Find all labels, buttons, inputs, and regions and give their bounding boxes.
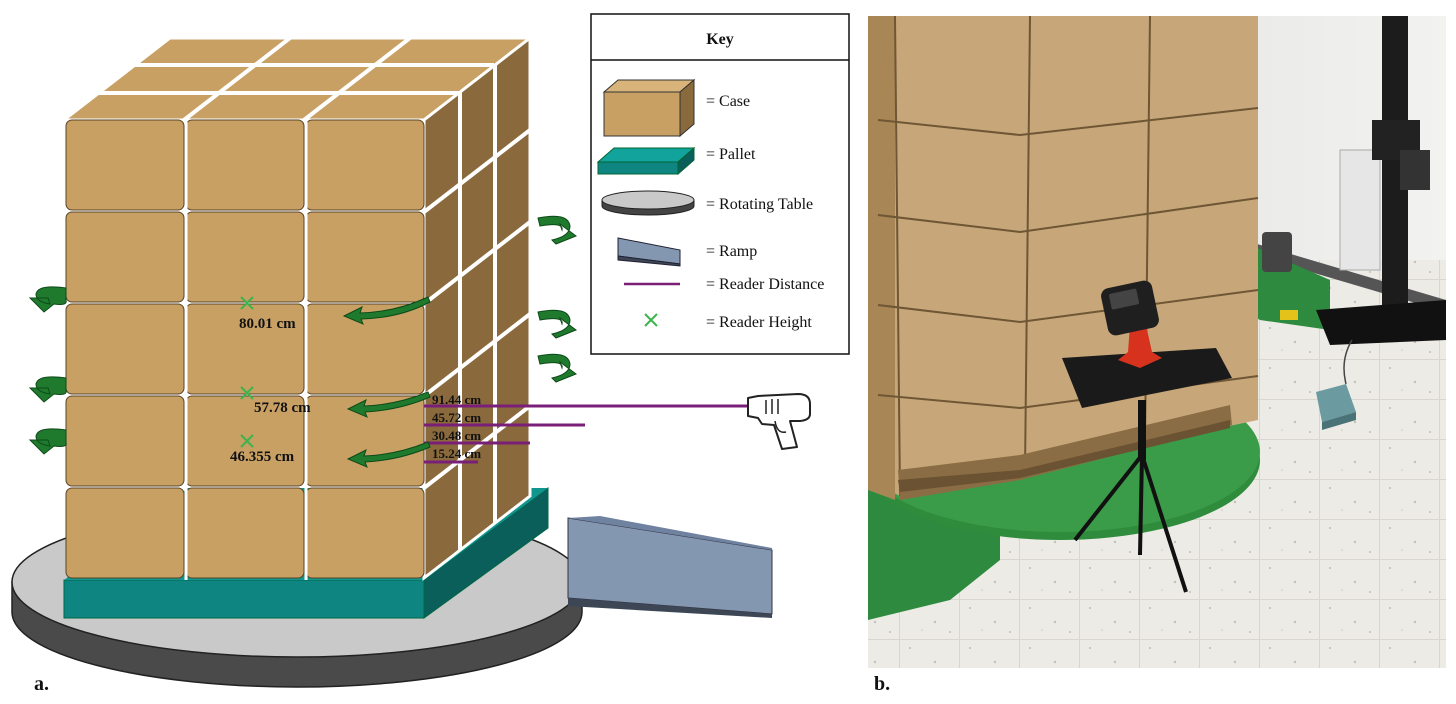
panel-label-a: a. <box>34 673 49 695</box>
panel-label-b: b. <box>874 673 890 695</box>
rotation-arrow-icon <box>346 441 431 468</box>
case-box <box>65 395 185 487</box>
key-label-ramp: = Ramp <box>706 243 757 260</box>
ramp <box>567 516 773 618</box>
distance-label-30: 30.48 cm <box>432 428 481 443</box>
panel-a-diagram: 91.44 cm 45.72 cm 30.48 cm 15.24 cm 80.0… <box>11 13 850 695</box>
rotation-arrows <box>28 215 578 468</box>
key-label-reader-height: = Reader Height <box>706 314 812 331</box>
panel-b-photo: b. <box>868 16 1446 695</box>
rotation-arrow-icon <box>537 215 578 245</box>
key-label-rotating-table: = Rotating Table <box>706 196 813 213</box>
rotation-arrow-icon <box>537 309 578 339</box>
key-label-case: = Case <box>706 93 750 110</box>
rotation-arrow-icon <box>537 353 578 383</box>
rotation-arrow-icon <box>28 428 67 455</box>
key-label-reader-distance: = Reader Distance <box>706 276 824 293</box>
case-box <box>65 119 185 211</box>
case-box <box>65 303 185 395</box>
distance-label-15: 15.24 cm <box>432 446 481 461</box>
reader-distance-lines <box>424 404 748 464</box>
height-label-80: 80.01 cm <box>239 316 296 332</box>
rotation-arrow-icon <box>28 286 67 313</box>
reader-height-icon <box>240 434 254 448</box>
case-box <box>305 487 425 579</box>
rotation-arrow-icon <box>342 296 431 325</box>
case-icon <box>602 78 696 138</box>
case-stack <box>59 34 535 582</box>
reader-height-icon <box>644 313 658 327</box>
reader-distance-labels: 91.44 cm 45.72 cm 30.48 cm 15.24 cm <box>432 392 481 461</box>
key-title: Key <box>706 31 734 48</box>
rotation-arrow-icon <box>28 376 67 403</box>
rotation-arrow-icon <box>346 391 431 418</box>
rfid-reader-icon <box>747 393 811 450</box>
reader-height-icon <box>240 296 254 310</box>
reader-height-icon <box>240 386 254 400</box>
reader-height-labels: 80.01 cm 57.78 cm 46.355 cm <box>230 316 311 465</box>
distance-label-91: 91.44 cm <box>432 392 481 407</box>
case-box <box>305 211 425 303</box>
height-label-57: 57.78 cm <box>254 400 311 416</box>
height-label-46: 46.355 cm <box>230 449 295 465</box>
rotating-table-icon <box>601 190 695 216</box>
case-box <box>305 119 425 211</box>
case-box <box>65 487 185 579</box>
photo-foot-pedal <box>1316 384 1356 430</box>
case-box <box>65 211 185 303</box>
pallet-icon <box>596 146 696 176</box>
case-box <box>185 119 305 211</box>
distance-label-45: 45.72 cm <box>432 410 481 425</box>
case-box <box>185 487 305 579</box>
photo-wrap-machine <box>1262 16 1446 345</box>
key-label-pallet: = Pallet <box>706 146 756 163</box>
case-box <box>185 211 305 303</box>
photo-case-stack <box>868 16 1259 500</box>
reader-height-markers <box>240 296 254 448</box>
ramp-icon <box>617 237 681 267</box>
key-legend: Key <box>590 13 850 355</box>
photo-reader-tripod <box>1062 280 1232 593</box>
